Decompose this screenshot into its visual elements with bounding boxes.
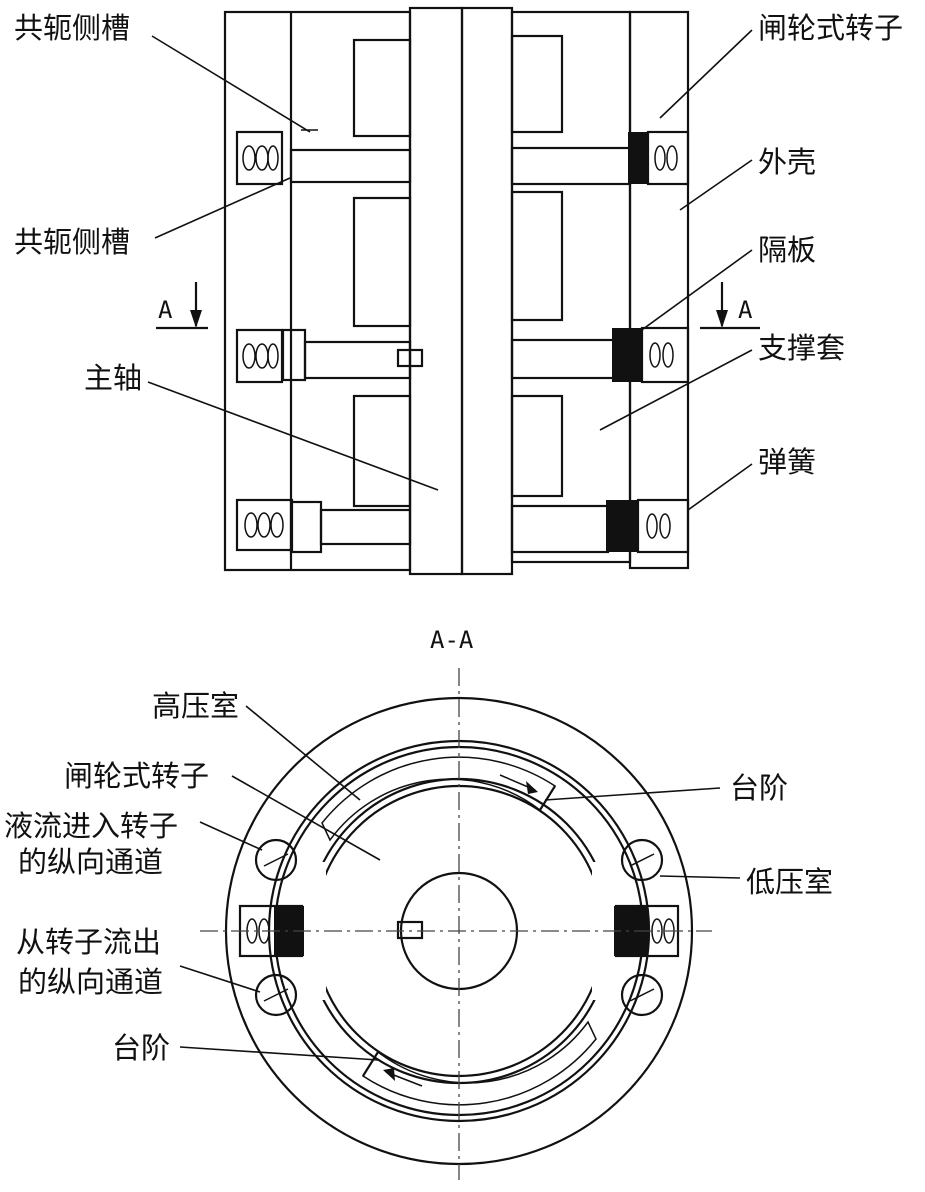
longitudinal-section: A A 共轭侧槽 共轭侧槽 主轴 闸轮式转子 外壳 隔板 支撑套 弹簧 [14,6,903,576]
label-gate-rotor-top: 闸轮式转子 [758,11,903,45]
label-support-sleeve: 支撑套 [758,331,845,365]
left-rotor-window-1 [352,38,412,138]
left-spring-upper [235,130,284,186]
section-mark-right: A [700,282,760,330]
left-partition-upper [289,148,412,184]
label-spring: 弹簧 [758,445,816,479]
label-gate-rotor-bottom: 闸轮式转子 [64,759,209,793]
label-partition: 隔板 [758,233,816,267]
step-upper [539,785,556,811]
left-rotor-window-3 [352,394,412,508]
right-spring-lower [606,498,690,554]
left-rotor-window-2 [352,196,412,328]
step-lower [362,1051,379,1077]
right-spring-middle [612,326,690,384]
left-housing-outline [223,10,412,572]
outlet-channel-left [254,973,298,1017]
label-conj-slot-upper: 共轭侧槽 [14,11,130,45]
label-main-shaft: 主轴 [84,361,142,395]
label-conj-slot-lower: 共轭侧槽 [14,225,130,259]
left-partition-middle [303,340,412,380]
section-title: A-A [430,626,474,654]
right-housing [628,10,690,570]
shaft-key-section [396,920,424,940]
label-housing: 外壳 [758,145,816,179]
section-mark-label-right: A [738,296,753,324]
left-spring-lower [235,498,294,552]
label-step-lower: 台阶 [112,1031,170,1065]
label-high-pressure-chamber: 高压室 [152,689,239,723]
label-outlet-channel-line1: 从转子流出 [16,925,161,959]
label-inlet-channel-line2: 的纵向通道 [18,845,163,879]
label-step-upper: 台阶 [730,771,788,805]
gate-rotor-body [510,10,632,564]
inlet-channel-left [254,838,298,882]
shaft-key [396,348,424,368]
left-spring-middle [235,328,284,384]
section-mark-left: A [156,282,208,330]
label-inlet-channel-line1: 液流进入转子 [4,809,178,843]
right-spring-upper [628,130,690,186]
cross-section-aa: A-A [4,626,833,1180]
section-mark-label-left: A [158,296,173,324]
channel-right-upper [620,838,664,882]
main-shaft-hatched-half [460,6,514,576]
left-partition-lower [319,508,412,546]
label-low-pressure-chamber: 低压室 [746,865,833,899]
label-outlet-channel-line2: 的纵向通道 [18,965,163,999]
channel-right-lower [620,973,664,1017]
